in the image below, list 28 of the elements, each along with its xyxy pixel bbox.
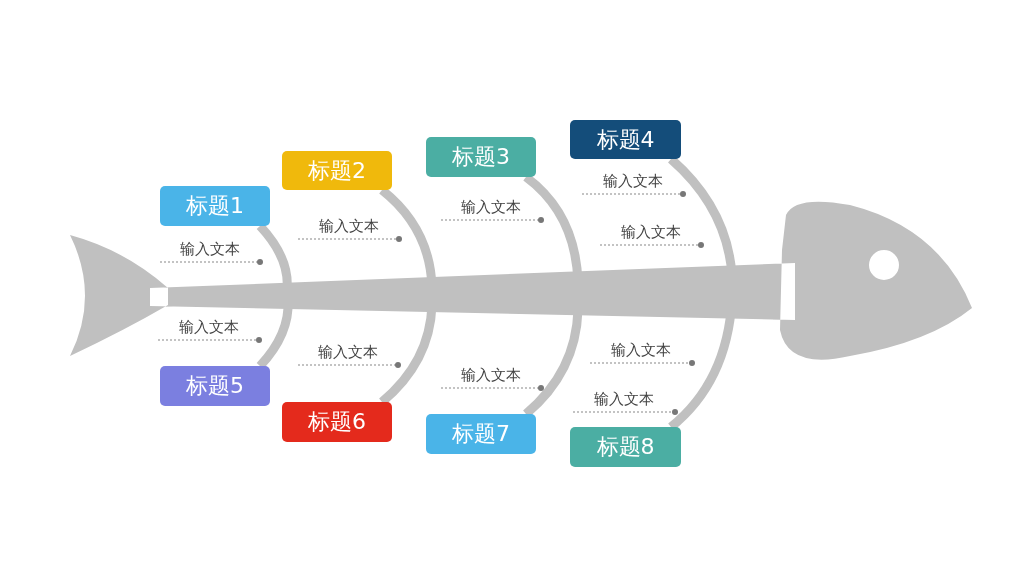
title-box: 标题4	[570, 120, 681, 159]
title-box: 标题5	[160, 366, 270, 406]
leader-line	[581, 191, 686, 197]
input-text-label: 输入文本	[582, 172, 683, 194]
input-text-label: 输入文本	[573, 390, 675, 412]
leader-line	[440, 217, 544, 223]
title-box: 标题3	[426, 137, 536, 177]
input-text-label: 输入文本	[298, 217, 399, 239]
input-text-label: 输入文本	[160, 240, 260, 262]
input-text-label: 输入文本	[600, 223, 701, 245]
input-text-label: 输入文本	[158, 318, 259, 340]
leader-line	[572, 409, 678, 415]
leader-line	[599, 242, 704, 248]
leader-line	[297, 362, 401, 368]
leader-line	[297, 236, 402, 242]
input-text-label: 输入文本	[298, 343, 398, 365]
leader-line	[157, 337, 262, 343]
input-text-label: 输入文本	[441, 366, 541, 388]
title-box: 标题1	[160, 186, 270, 226]
title-box: 标题2	[282, 151, 392, 190]
input-text-label: 输入文本	[441, 198, 541, 220]
title-box: 标题7	[426, 414, 536, 454]
leader-line	[159, 259, 263, 265]
leader-line	[589, 360, 695, 366]
input-text-label: 输入文本	[590, 341, 692, 363]
title-box: 标题6	[282, 402, 392, 442]
leader-line	[440, 385, 544, 391]
title-box: 标题8	[570, 427, 681, 467]
